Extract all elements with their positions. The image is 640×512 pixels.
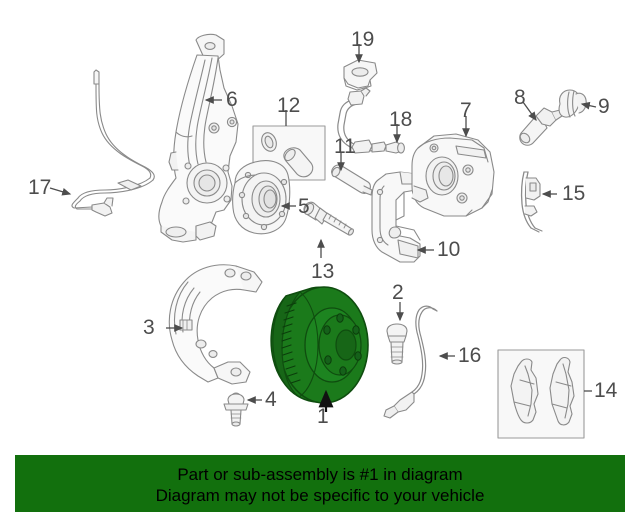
part-brake-hose-bracket [343, 59, 378, 91]
leader-line-9 [580, 101, 597, 110]
part-caliper-guide-pin [519, 107, 563, 146]
part-rotor-retaining-screw [386, 323, 408, 365]
part-brake-rotor-disc [270, 286, 369, 404]
callout-3: 3 [143, 316, 155, 339]
callout-16: 16 [458, 344, 482, 367]
callout-2: 2 [392, 281, 404, 304]
callout-5: 5 [298, 195, 310, 218]
part-caliper-guide-bolt [331, 164, 373, 196]
part-brake-pad-set [497, 349, 585, 439]
part-brake-caliper [411, 133, 495, 217]
callout-7: 7 [460, 99, 472, 122]
notice-line-2: Diagram may not be specific to your vehi… [155, 485, 485, 505]
leader-line-8 [522, 101, 537, 122]
callout-14: 14 [594, 379, 618, 402]
part-brake-pad-wear-sensor [383, 305, 438, 419]
part-hub-mounting-bolt [303, 201, 355, 236]
callout-18: 18 [389, 108, 413, 131]
part-wheel-hub-bearing [232, 160, 291, 235]
callout-11: 11 [334, 135, 356, 158]
callout-1: 1 [317, 405, 329, 428]
callout-15: 15 [562, 182, 586, 205]
callout-17: 17 [28, 176, 52, 199]
callout-8: 8 [514, 86, 526, 109]
notice-line-1: Part or sub-assembly is #1 in diagram [177, 464, 463, 484]
leader-line-17 [49, 187, 72, 196]
part-dust-shield-bolt [223, 392, 249, 427]
part-brake-dust-shield [168, 264, 263, 385]
part-pad-retaining-spring [520, 171, 543, 233]
callout-12: 12 [277, 94, 301, 117]
callout-10: 10 [437, 238, 461, 261]
part-steering-knuckle [158, 33, 239, 243]
callout-13: 13 [311, 260, 335, 283]
callout-9: 9 [598, 95, 610, 118]
diagram-notice-banner: Part or sub-assembly is #1 in diagram Di… [15, 455, 625, 512]
part-abs-wheel-speed-sensor [71, 69, 155, 217]
part-brake-hose [337, 87, 405, 154]
callout-6: 6 [226, 88, 238, 111]
callout-4: 4 [265, 388, 277, 411]
callout-19: 19 [351, 28, 375, 51]
